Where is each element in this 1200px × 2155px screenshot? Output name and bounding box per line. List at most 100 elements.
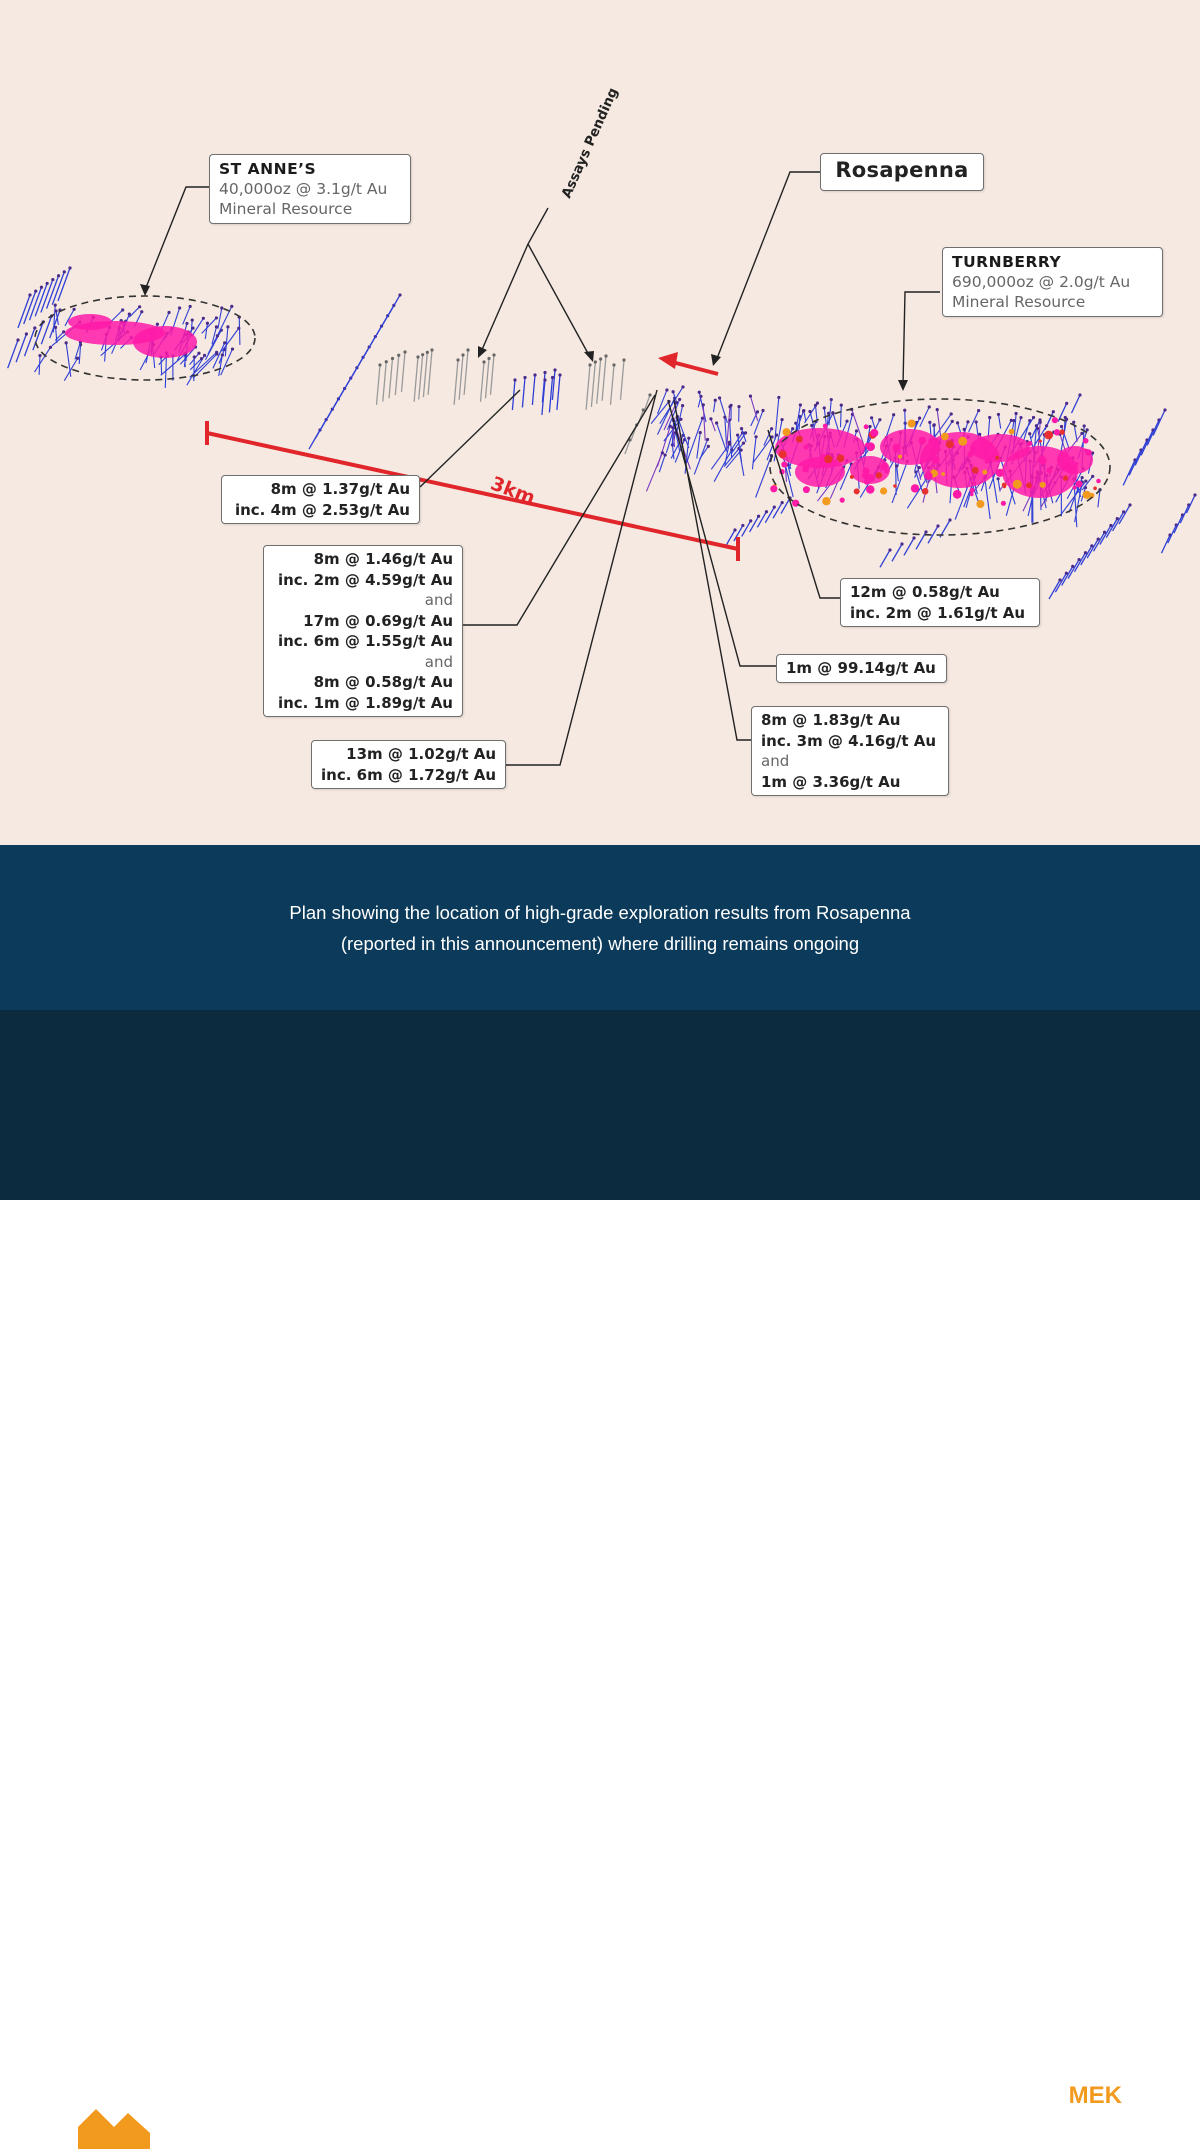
drillhole-trace (1119, 505, 1130, 524)
mineralisation-zone (970, 434, 1030, 462)
drillhole-collar (57, 274, 60, 277)
drillhole-collar (802, 409, 805, 412)
drillhole-trace (611, 365, 615, 405)
assay-marker (1038, 456, 1046, 464)
drillhole-trace (1129, 450, 1141, 475)
website-link[interactable]: meekametals.com.au (884, 2118, 1122, 2147)
drillhole-collar (723, 416, 726, 419)
intercept-line: 8m @ 0.58g/t Au (273, 672, 453, 693)
drillhole-trace (872, 418, 876, 430)
drillhole-collar (38, 354, 41, 357)
drillhole-collar (679, 418, 682, 421)
drillhole-collar (51, 278, 54, 281)
drillhole-collar (599, 357, 602, 360)
drillhole-collar (903, 409, 906, 412)
assay-marker (803, 486, 810, 493)
drillhole-trace (557, 375, 560, 410)
assay-marker (995, 456, 999, 460)
drillhole-trace (395, 355, 398, 395)
drillhole-trace (402, 352, 406, 392)
drillhole-collar (740, 427, 743, 430)
drillhole-collar (1078, 393, 1081, 396)
intercept-line: inc. 3m @ 4.16g/t Au (761, 731, 939, 752)
assay-marker (1064, 462, 1071, 469)
drillhole-trace (841, 405, 842, 427)
drillhole-collar (185, 322, 188, 325)
drillhole-collar (900, 542, 903, 545)
drillhole-collar (1086, 428, 1089, 431)
drillhole-collar (1128, 503, 1131, 506)
drillhole-collar (398, 293, 401, 296)
drillhole-trace (998, 414, 1000, 428)
drillhole-collar (54, 303, 57, 306)
drillhole-trace (920, 407, 929, 427)
drillhole-trace (1075, 553, 1086, 572)
drillhole-collar (728, 442, 731, 445)
drillhole-trace (1087, 539, 1098, 558)
drillhole-trace (756, 456, 772, 498)
drillhole-collar (430, 348, 433, 351)
assay-marker (972, 467, 979, 474)
drillhole-collar (1163, 408, 1166, 411)
drillhole-collar (1019, 416, 1022, 419)
drillhole-collar (963, 428, 966, 431)
drillhole-collar (744, 431, 747, 434)
assay-marker (1075, 481, 1082, 488)
drillhole-collar (221, 353, 224, 356)
asx-prefix: ASX: (1005, 2082, 1062, 2109)
assay-marker (804, 445, 809, 450)
drillhole-collar (378, 363, 381, 366)
drillhole-trace (423, 352, 427, 397)
drillhole-collar (830, 398, 833, 401)
drillhole-trace (481, 362, 485, 402)
drillhole-collar (513, 378, 516, 381)
drillhole-collar (1032, 416, 1035, 419)
drillhole-collar (65, 341, 68, 344)
intercept-line: 1m @ 3.36g/t Au (761, 772, 939, 793)
drillhole-collar (167, 311, 170, 314)
drillhole-collar (736, 433, 739, 436)
assay-marker (929, 437, 936, 444)
drillhole-collar (754, 435, 757, 438)
drillhole-collar (775, 433, 778, 436)
drillhole-collar (62, 330, 65, 333)
drillhole-trace (892, 544, 902, 561)
drillhole-collar (73, 308, 76, 311)
drillhole-collar (1028, 432, 1031, 435)
drillhole-collar (975, 420, 978, 423)
drillhole-trace (205, 323, 207, 339)
drillhole-collar (707, 445, 710, 448)
assay-marker (970, 488, 975, 493)
drillhole-collar (1072, 421, 1075, 424)
drillhole-trace (389, 295, 400, 314)
drillhole-trace (750, 396, 757, 421)
drillhole-trace (781, 498, 790, 514)
drillhole-trace (880, 550, 890, 567)
assay-marker (1052, 417, 1058, 423)
drillhole-collar (671, 390, 674, 393)
assay-marker (1009, 429, 1015, 435)
drillhole-collar (715, 421, 718, 424)
drillhole-collar (950, 412, 953, 415)
intercept-callout-3: 13m @ 1.02g/t Au inc. 6m @ 1.72g/t Au (311, 740, 506, 789)
assay-marker (967, 452, 973, 458)
intercept-line: 17m @ 0.69g/t Au (273, 611, 453, 632)
drillhole-collar (206, 322, 209, 325)
assay-marker (1044, 431, 1053, 440)
drillhole-collar (34, 290, 37, 293)
drillhole-collar (1193, 493, 1196, 496)
deposit-name: ST ANNE’S (219, 159, 401, 179)
intercept-line: inc. 6m @ 1.72g/t Au (321, 765, 496, 786)
assay-marker (1027, 441, 1032, 446)
drillhole-collar (678, 398, 681, 401)
deposit-resource: 690,000oz @ 2.0g/t Au (952, 272, 1153, 292)
mineralisation-zone (133, 326, 197, 358)
assay-marker (932, 456, 940, 464)
drillhole-collar (193, 355, 196, 358)
drillhole-collar (230, 305, 233, 308)
assay-marker (1072, 486, 1076, 490)
drillhole-collar (49, 346, 52, 349)
drillhole-collar (220, 306, 223, 309)
drillhole-collar (665, 388, 668, 391)
drillhole-collar (54, 326, 57, 329)
